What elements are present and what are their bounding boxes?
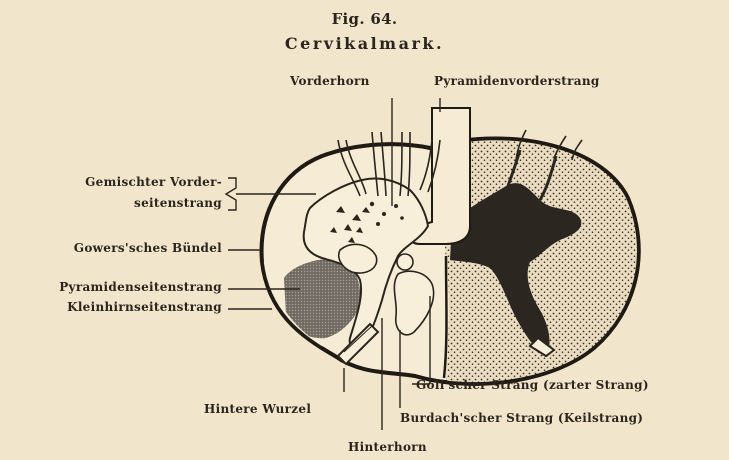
label-burdach: Burdach'scher Strang (Keilstrang) [400,411,643,425]
label-goll: Goll'scher Strang (zarter Strang) [416,378,649,392]
label-kleinhirnseitenstrang: Kleinhirnseitenstrang [0,300,222,314]
figure-number: Fig. 64. [0,10,729,28]
label-gowers: Gowers'sches Bündel [0,241,222,255]
label-hintere-wurzel: Hintere Wurzel [204,402,311,416]
label-gemischter-line2: seitenstrang [0,196,222,210]
label-pyramidenseitenstrang: Pyramidenseitenstrang [0,280,222,294]
label-vorderhorn: Vorderhorn [290,74,370,88]
figure-title: Cervikalmark. [0,34,729,53]
label-hinterhorn: Hinterhorn [348,440,427,454]
stippled-right-half [445,140,660,400]
label-gemischter-line1: Gemischter Vorder- [0,175,222,189]
label-pyramidenvorderstrang: Pyramidenvorderstrang [434,74,600,88]
